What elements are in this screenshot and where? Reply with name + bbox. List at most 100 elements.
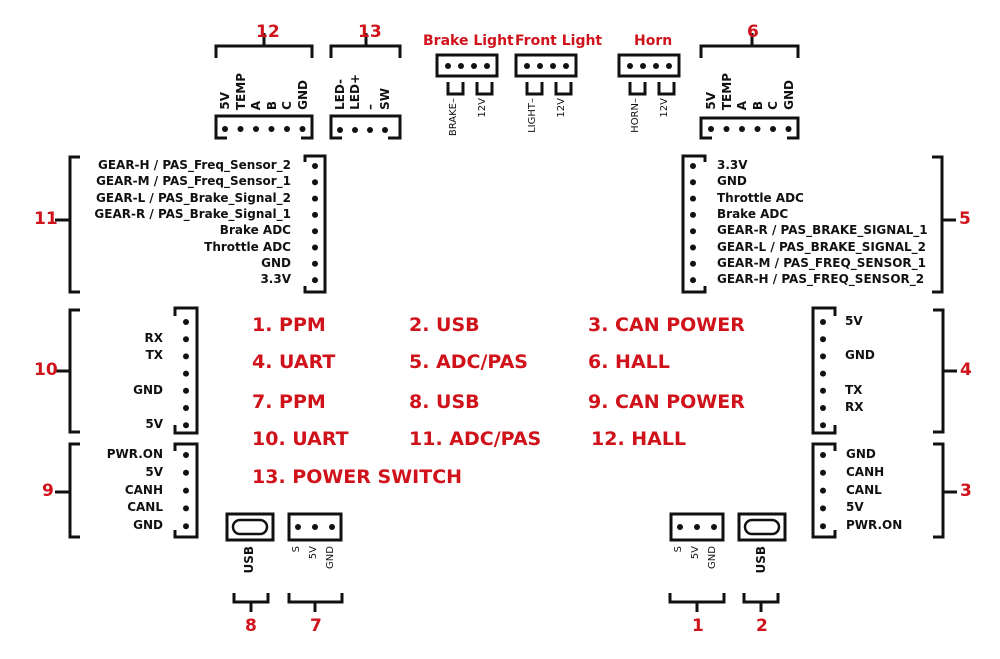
front-pin-label: 12V bbox=[556, 98, 567, 118]
connector-number-5: 5 bbox=[959, 209, 971, 229]
c4-pin-3 bbox=[820, 353, 826, 360]
legend-item: 11. ADC/PAS bbox=[409, 428, 542, 450]
horn-pin-1 bbox=[627, 63, 633, 69]
usb-8-label: USB bbox=[242, 546, 256, 574]
front-pin-1 bbox=[524, 63, 530, 69]
c5-pin-2 bbox=[690, 179, 696, 186]
connector-8-housing bbox=[225, 512, 275, 542]
connector-9-housing bbox=[173, 442, 199, 539]
connector-front-housing bbox=[514, 53, 578, 78]
legend-item: 2. USB bbox=[409, 314, 480, 336]
c12-pin-label: C bbox=[280, 101, 294, 110]
bracket-10 bbox=[55, 308, 80, 434]
bracket-9 bbox=[55, 442, 80, 539]
legend-item: 12. HALL bbox=[591, 428, 687, 450]
brake-pin-label: 12V bbox=[477, 98, 488, 118]
c3-pin-label: CANH bbox=[846, 464, 885, 479]
connector-7-housing bbox=[287, 512, 343, 542]
front-pin-label: LIGHT– bbox=[527, 98, 538, 133]
connector-3-housing bbox=[811, 442, 837, 539]
legend-item: 6. HALL bbox=[588, 351, 670, 373]
c13-pin-label: LED- bbox=[333, 78, 347, 110]
connector-12-housing bbox=[214, 114, 314, 140]
c9-pin-5 bbox=[183, 523, 189, 530]
c11-pin-label: GEAR-H / PAS_Freq_Sensor_2 bbox=[97, 158, 291, 172]
connector-1-housing bbox=[669, 512, 725, 542]
horn-pin-3 bbox=[653, 63, 659, 69]
c6-pin-label: A bbox=[735, 100, 749, 110]
c12-pin-label: TEMP bbox=[233, 72, 248, 110]
brake-pin-3 bbox=[471, 63, 477, 69]
legend-item: 9. CAN POWER bbox=[588, 391, 745, 413]
horn-pin-label: HORN– bbox=[630, 98, 641, 133]
c9-pin-label: PWR.ON bbox=[106, 447, 163, 461]
connector-7-pin-1 bbox=[295, 524, 301, 530]
c10-pin-5 bbox=[183, 387, 189, 394]
bracket-2 bbox=[742, 593, 780, 612]
c3-pin-label: PWR.ON bbox=[846, 518, 903, 533]
c4-pin-1 bbox=[820, 319, 826, 325]
c9-pin-label: CANH bbox=[124, 482, 163, 497]
c5-pin-1 bbox=[690, 163, 696, 169]
connector-1-pin-label: GND bbox=[707, 546, 718, 569]
c6-pin-label: GND bbox=[781, 80, 796, 110]
connector-1-pin-label: S bbox=[673, 546, 684, 553]
c10-pin-label: RX bbox=[144, 331, 164, 346]
usb-2-label: USB bbox=[754, 546, 768, 574]
bracket-13 bbox=[329, 33, 402, 58]
c10-pin-1 bbox=[183, 319, 189, 325]
legend-item: 1. PPM bbox=[252, 314, 326, 336]
legend-item: 13. POWER SWITCH bbox=[252, 466, 463, 488]
c9-pin-label: 5V bbox=[145, 464, 163, 479]
brake-pin-label: BRAKE– bbox=[448, 98, 459, 137]
connector-6-pin-6 bbox=[785, 126, 792, 132]
c10-pin-3 bbox=[183, 353, 189, 360]
c5-pin-7 bbox=[690, 260, 696, 267]
connector-12-pin-2 bbox=[237, 126, 244, 132]
c4-pin-5 bbox=[820, 387, 826, 394]
c4-pin-label: GND bbox=[845, 348, 875, 363]
c11-pin-label: GEAR-M / PAS_Freq_Sensor_1 bbox=[96, 174, 291, 189]
connector-2-housing bbox=[737, 512, 787, 542]
bracket-4 bbox=[933, 308, 957, 434]
connector-12-pin-4 bbox=[268, 126, 275, 132]
connector-6-pin-4 bbox=[754, 126, 761, 132]
connector-1-pin-label: 5V bbox=[690, 546, 701, 560]
c3-pin-1 bbox=[820, 452, 826, 458]
c3-pin-2 bbox=[820, 469, 826, 476]
c12-pin-label: B bbox=[264, 100, 279, 110]
c11-pin-label: GND bbox=[261, 255, 291, 270]
bracket-12 bbox=[214, 33, 314, 58]
c11-pin-label: 3.3V bbox=[260, 272, 291, 287]
c5-pin-3 bbox=[690, 195, 696, 202]
legend-item: 5. ADC/PAS bbox=[409, 351, 528, 373]
c10-pin-label: TX bbox=[145, 348, 163, 363]
connector-number-1: 1 bbox=[692, 616, 704, 636]
c10-pin-4 bbox=[183, 370, 189, 377]
connector-number-2: 2 bbox=[756, 616, 768, 636]
brake-light-title: Brake Light bbox=[423, 33, 514, 49]
front-pin-3 bbox=[550, 63, 556, 69]
legend-item: 8. USB bbox=[409, 391, 480, 413]
connector-number-6: 6 bbox=[747, 22, 759, 42]
connector-7-pin-label: 5V bbox=[308, 546, 319, 560]
c9-pin-label: CANL bbox=[127, 500, 163, 515]
c10-pin-7 bbox=[183, 422, 189, 429]
bracket-5 bbox=[932, 155, 956, 294]
brake-pin-2 bbox=[458, 63, 464, 69]
connector-13-housing bbox=[329, 114, 402, 140]
horn-pin-2 bbox=[640, 63, 646, 69]
c10-pin-label: GND bbox=[133, 382, 163, 397]
c5-pin-label: Brake ADC bbox=[717, 206, 789, 221]
connector-13-pin-1 bbox=[337, 127, 343, 133]
c5-pin-label: GEAR-H / PAS_FREQ_SENSOR_2 bbox=[717, 272, 925, 287]
c5-pin-6 bbox=[690, 244, 696, 251]
horn-pin-label: 12V bbox=[659, 98, 670, 118]
c4-pin-6 bbox=[820, 405, 826, 411]
connector-brake-housing bbox=[435, 53, 499, 78]
c5-pin-5 bbox=[690, 228, 696, 235]
brake-pin-4 bbox=[484, 63, 490, 69]
c9-pin-label: GND bbox=[133, 518, 163, 533]
c3-pin-label: 5V bbox=[846, 500, 864, 515]
c4-pin-2 bbox=[820, 336, 826, 343]
